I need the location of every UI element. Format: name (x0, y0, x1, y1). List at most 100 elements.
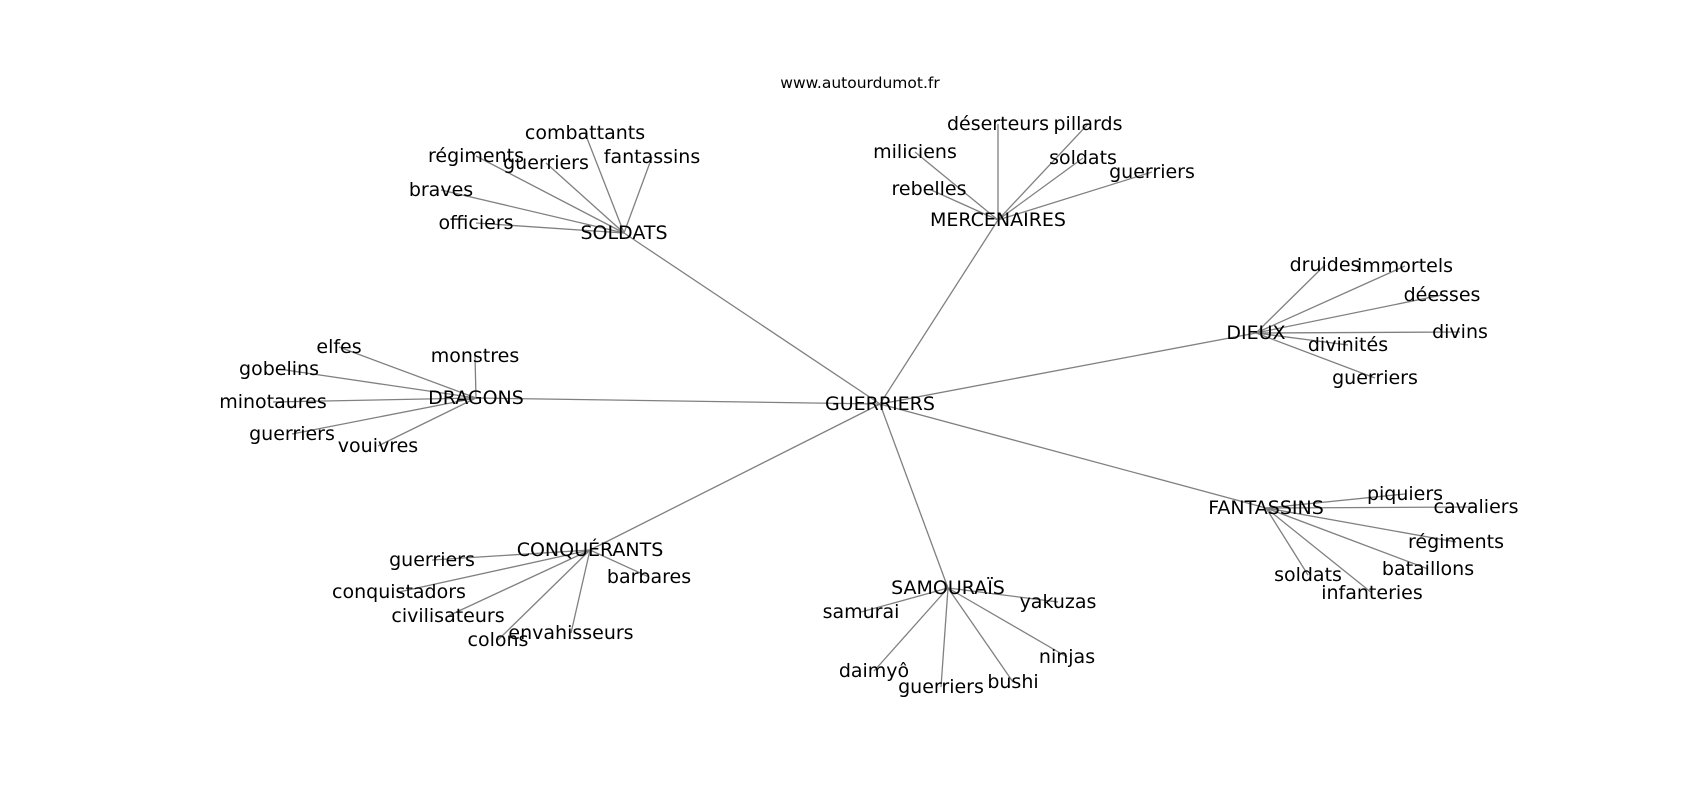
edge-group-2-term-4 (1255, 332, 1349, 346)
term-node: guerriers (389, 549, 475, 571)
edge-group-5-term-3 (447, 549, 591, 617)
edge-group-2-term-1 (1255, 265, 1406, 334)
term-node: minotaures (219, 391, 327, 413)
edge-group-3-term-5 (377, 397, 477, 447)
term-node: officiers (438, 212, 513, 234)
edge-group-6-term-5 (940, 587, 949, 688)
group-node: DIEUX (1226, 322, 1285, 344)
edge-group-0-term-1 (475, 155, 625, 234)
edge-group-0-term-5 (475, 222, 625, 234)
edge-group-5-term-0 (431, 549, 591, 561)
term-node: déserteurs (947, 113, 1049, 135)
edge-group-3-term-1 (474, 355, 477, 399)
term-node: miliciens (873, 141, 957, 163)
edge-group-0-term-2 (545, 162, 625, 234)
term-node: guerriers (1109, 161, 1195, 183)
group-node: SAMOURAÏS (891, 576, 1005, 599)
edge-group-2-term-3 (1255, 331, 1461, 334)
edge-group-4-term-3 (1265, 507, 1429, 570)
edge-group-5-term-2 (398, 549, 591, 593)
edge-group-4-term-1 (1265, 506, 1477, 509)
edge-group-0-term-4 (440, 189, 625, 234)
graph-labels: GUERRIERSSOLDATScombattantsrégimentsguer… (219, 113, 1518, 698)
term-node: cavaliers (1434, 496, 1519, 518)
edge-center-3 (475, 397, 881, 405)
term-node: immortels (1357, 255, 1453, 277)
term-node: guerriers (503, 152, 589, 174)
term-node: gobelins (239, 358, 319, 380)
term-node: druides (1290, 254, 1361, 276)
edge-center-0 (623, 232, 881, 405)
edge-group-2-term-0 (1255, 264, 1326, 334)
term-node: fantassins (604, 146, 700, 168)
group-node: FANTASSINS (1208, 497, 1324, 519)
center-node: GUERRIERS (825, 393, 935, 415)
edge-group-0-term-0 (584, 132, 625, 234)
edge-group-5-term-1 (589, 549, 650, 578)
edge-center-4 (879, 403, 1267, 509)
edge-center-6 (879, 403, 949, 589)
term-node: guerriers (898, 676, 984, 698)
edge-center-5 (589, 403, 881, 551)
edge-group-6-term-2 (947, 587, 1068, 658)
term-node: samurai (823, 601, 900, 623)
edge-group-4-term-0 (1265, 493, 1406, 509)
edge-group-0-term-3 (623, 156, 653, 234)
edge-group-6-term-0 (947, 587, 1059, 603)
edge-group-2-term-5 (1255, 332, 1376, 379)
term-node: barbares (607, 566, 691, 588)
edge-group-3-term-3 (272, 397, 477, 403)
edge-group-1-term-5 (928, 188, 999, 221)
term-node: braves (409, 179, 473, 201)
term-node: civilisateurs (391, 605, 504, 627)
term-node: combattants (525, 122, 645, 144)
edge-group-3-term-0 (338, 346, 477, 399)
term-node: infanteries (1321, 582, 1423, 604)
term-node: ninjas (1039, 646, 1095, 668)
term-node: conquistadors (332, 581, 466, 603)
edge-center-1 (879, 219, 999, 405)
edge-group-4-term-2 (1265, 507, 1457, 543)
term-node: divins (1432, 321, 1488, 343)
edge-group-5-term-5 (497, 549, 591, 641)
term-node: guerriers (249, 423, 335, 445)
edge-group-2-term-2 (1255, 294, 1443, 334)
term-node: régiments (428, 145, 524, 167)
term-node: daimyô (839, 660, 909, 682)
term-node: soldats (1049, 147, 1117, 169)
term-node: envahisseurs (508, 622, 633, 644)
edge-group-6-term-1 (860, 587, 949, 613)
term-node: soldats (1274, 564, 1342, 586)
edge-group-6-term-4 (947, 587, 1014, 683)
term-node: divinités (1308, 334, 1388, 356)
edge-group-1-term-3 (997, 157, 1084, 221)
term-node: piquiers (1367, 483, 1443, 505)
edge-center-2 (879, 332, 1257, 405)
term-node: yakuzas (1020, 591, 1097, 613)
edge-group-1-term-2 (914, 151, 999, 221)
group-node: SOLDATS (580, 222, 667, 244)
graph-edges (272, 123, 1477, 688)
group-node: MERCENAIRES (930, 209, 1066, 231)
term-node: rebelles (892, 178, 967, 200)
term-node: guerriers (1332, 367, 1418, 389)
edge-group-6-term-3 (873, 587, 949, 672)
edge-group-3-term-2 (278, 368, 477, 399)
term-node: bataillons (1382, 558, 1474, 580)
term-node: déesses (1404, 284, 1481, 306)
term-node: vouivres (338, 435, 418, 457)
term-node: monstres (431, 345, 520, 367)
term-node: bushi (987, 671, 1038, 693)
group-node: DRAGONS (428, 387, 524, 409)
term-node: régiments (1408, 531, 1504, 553)
edge-group-3-term-4 (291, 397, 477, 435)
site-watermark: www.autourdumot.fr (780, 74, 940, 92)
edge-group-4-term-5 (1265, 507, 1373, 594)
edge-group-1-term-1 (997, 123, 1089, 221)
group-node: CONQUÉRANTS (517, 538, 664, 561)
term-node: colons (468, 629, 529, 651)
edge-group-1-term-4 (997, 171, 1153, 221)
edge-group-5-term-4 (570, 549, 591, 634)
term-node: elfes (316, 336, 361, 358)
